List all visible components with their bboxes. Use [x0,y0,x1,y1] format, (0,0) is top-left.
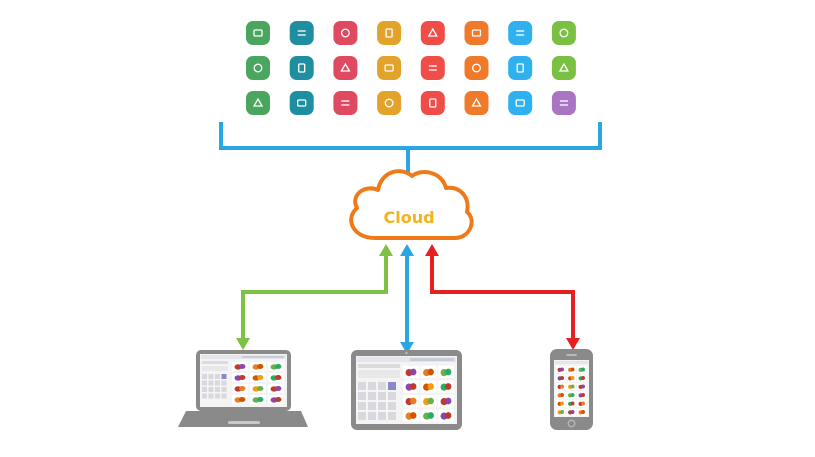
arrow-phone-cloud [425,244,580,350]
mail-icon[interactable] [508,91,533,115]
tablet-device [351,350,462,430]
phone-device [550,349,593,430]
gear-icon[interactable] [508,56,533,80]
tag-icon[interactable] [377,21,402,45]
credit-card-icon[interactable] [289,21,314,45]
cloud-shape: Cloud [349,169,474,240]
phone-screen-content [555,361,588,416]
bar-chart-icon[interactable] [508,21,533,45]
text-size-icon[interactable] [377,91,402,115]
copy-icon[interactable] [333,21,358,45]
network-icon[interactable] [551,21,576,45]
laptop-device [178,350,308,427]
clip-icon[interactable] [551,91,576,115]
receipt-icon[interactable] [377,56,402,80]
arrow-tablet-cloud [400,244,414,354]
chart-icon[interactable] [289,91,314,115]
tools-icon[interactable] [420,21,445,45]
lightning-icon[interactable] [333,56,358,80]
hub-icon[interactable] [551,56,576,80]
printer-icon[interactable] [464,91,489,115]
arrow-laptop-cloud [236,244,393,350]
grid-icon[interactable] [246,91,270,115]
phone-icon[interactable] [246,56,270,80]
calendar-icon[interactable] [420,56,445,80]
laptop-screen-content [201,355,286,404]
truck-icon[interactable] [333,91,358,115]
document-icon[interactable] [464,21,489,45]
shield-icon[interactable] [289,56,314,80]
sliders-icon[interactable] [246,21,270,45]
app-grid-bracket [219,122,602,178]
coupon-icon[interactable] [420,91,445,115]
clipboard-icon[interactable] [464,56,489,80]
app-icon-grid [246,21,576,115]
cloud-label: Cloud [383,208,434,227]
tablet-screen-content [357,357,456,422]
